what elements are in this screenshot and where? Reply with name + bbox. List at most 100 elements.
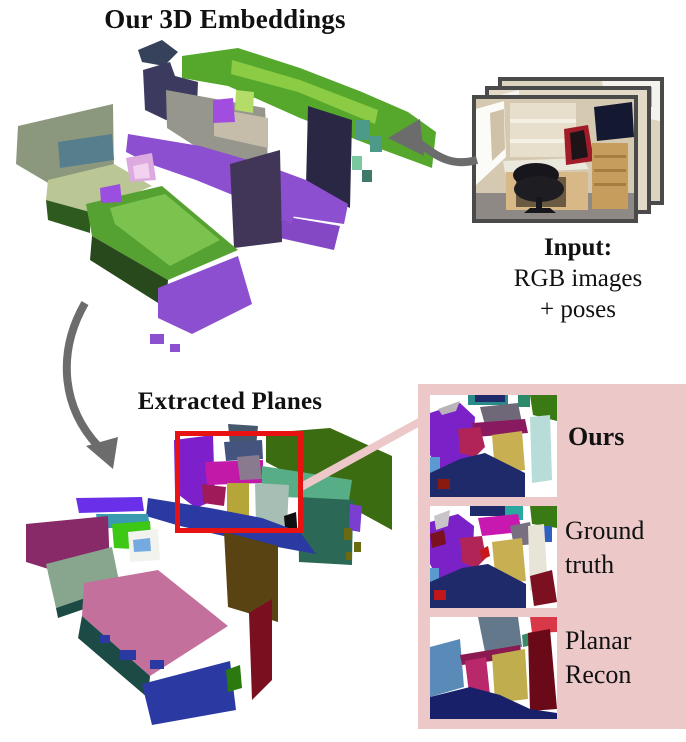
plane-violet-strip: [76, 497, 144, 513]
c3-floor: [430, 687, 557, 719]
mesh-bed1-top: [46, 164, 152, 212]
plane-chair: [202, 484, 226, 506]
c1-green-corner: [530, 395, 557, 421]
c2-green-corner: [530, 506, 557, 528]
plane-blue-speck: [150, 660, 164, 669]
rgb-photo-front: [472, 95, 638, 223]
photo-window-wall: [490, 109, 505, 161]
plane-floor-blue: [146, 498, 316, 554]
plane-pink-bed: [82, 570, 228, 676]
mesh-bed2-front: [90, 236, 168, 308]
plane-blue-speck: [100, 635, 110, 643]
mesh-teal-bit: [356, 120, 370, 140]
c1-skyblue: [430, 457, 440, 475]
c3-maroon-wall: [528, 629, 557, 711]
label-pr-line1: Planar: [565, 626, 632, 655]
plane-brown-wall: [224, 532, 278, 622]
c2-red-bit: [434, 590, 446, 600]
mesh-floor-right-low: [280, 216, 340, 250]
mesh-navy-wall: [306, 106, 352, 208]
plane-blue-speck: [120, 650, 136, 660]
plane-green-bit: [226, 665, 242, 692]
photo-drawer-line: [594, 183, 626, 186]
plane-backpack: [237, 455, 262, 480]
crop-gt-svg: [430, 506, 557, 608]
label-planar-recon: Planar Recon: [565, 624, 631, 692]
photo-drawer-line: [594, 155, 626, 158]
mesh-purple-box: [100, 184, 122, 203]
c1-darkred-bit: [438, 479, 450, 489]
plane-purple-bit: [349, 504, 362, 532]
c1-cyan-wall: [530, 415, 552, 483]
plane-olive-bit: [344, 528, 352, 540]
mesh-purple-bit: [170, 344, 180, 352]
c3-red-corner: [530, 617, 557, 633]
c2-red-sliver: [480, 546, 490, 560]
mesh-chair-back: [235, 90, 254, 113]
input-caption: Input: RGB images + poses: [478, 232, 678, 325]
c2-floor: [430, 564, 526, 608]
rgb-input-photo: [476, 99, 634, 219]
c3-steelblue: [430, 639, 464, 697]
plane-screen: [133, 538, 151, 552]
c2-navy-top: [470, 506, 505, 516]
plane-pink-bed-edge: [78, 616, 150, 698]
planes-title: Extracted Planes: [137, 388, 323, 415]
crop-ground-truth-image: [430, 506, 557, 608]
mesh-teal-bit: [362, 170, 372, 182]
mesh-under-bed-purple: [158, 256, 252, 334]
mesh-bed2-highlight: [110, 194, 220, 266]
embeddings-title: Our 3D Embeddings: [104, 4, 346, 34]
c1-gray-arrow: [438, 401, 460, 415]
photo-backpack-dark: [570, 130, 588, 160]
c2-gray-strip: [434, 510, 450, 530]
label-ours-line1: Ours: [568, 422, 625, 451]
photo-drawer-line: [594, 169, 626, 172]
plane-sage-bed: [46, 547, 120, 608]
c1-chair: [458, 427, 485, 457]
c2-blue-bit: [542, 526, 552, 542]
photo-chair-seat: [514, 176, 564, 202]
mesh-green-highlight: [231, 60, 378, 124]
input-caption-line2: + poses: [540, 296, 616, 323]
c1-navy-top: [475, 395, 505, 402]
plane-dark-teal-wall: [298, 497, 353, 565]
photo-shelf-line: [510, 119, 576, 123]
c2-darkred-right: [530, 570, 557, 606]
label-pr-line2: Recon: [565, 660, 632, 689]
crop-planar-recon-image: [430, 617, 557, 719]
mesh-teal-bit: [370, 136, 382, 152]
input-caption-line1: RGB images: [513, 265, 643, 292]
c3-slate-top: [478, 617, 522, 652]
plane-olive-bit: [354, 542, 361, 552]
plane-olive-bit: [346, 552, 352, 560]
planes-3d-view: [26, 424, 392, 725]
label-ground-truth: Ground truth: [565, 514, 644, 582]
crop-ours-image: [430, 395, 557, 497]
c1-purple-wall: [430, 403, 475, 475]
c2-chair: [460, 536, 486, 568]
mesh-purple-bit: [150, 334, 164, 344]
c1-slate-shelf: [480, 403, 522, 425]
mesh-top-blob: [138, 40, 178, 66]
crop-ours-svg: [430, 395, 557, 497]
c2-darkred-left: [430, 530, 446, 548]
c2-skyblue: [430, 568, 439, 584]
c1-teal-bit: [518, 395, 530, 407]
photo-chair-post: [536, 197, 542, 211]
input-caption-title: Input:: [543, 234, 613, 261]
mesh-pink-chair-light: [133, 163, 150, 179]
crop-pr-svg: [430, 617, 557, 719]
photo-chair-base: [524, 208, 556, 213]
plane-floor-bottom: [142, 661, 236, 725]
mesh-purple-chair: [213, 98, 235, 123]
label-gt-line2: truth: [565, 550, 615, 579]
photo-drawers: [592, 143, 628, 209]
mesh-teal-bit: [352, 156, 362, 170]
mesh-sofa: [58, 134, 114, 168]
plane-dark-red-wall: [249, 599, 272, 700]
label-gt-line1: Ground: [565, 516, 645, 545]
plane-khaki-drawer: [227, 483, 249, 518]
roi-box: [175, 431, 303, 533]
label-ours: Ours: [568, 420, 624, 454]
